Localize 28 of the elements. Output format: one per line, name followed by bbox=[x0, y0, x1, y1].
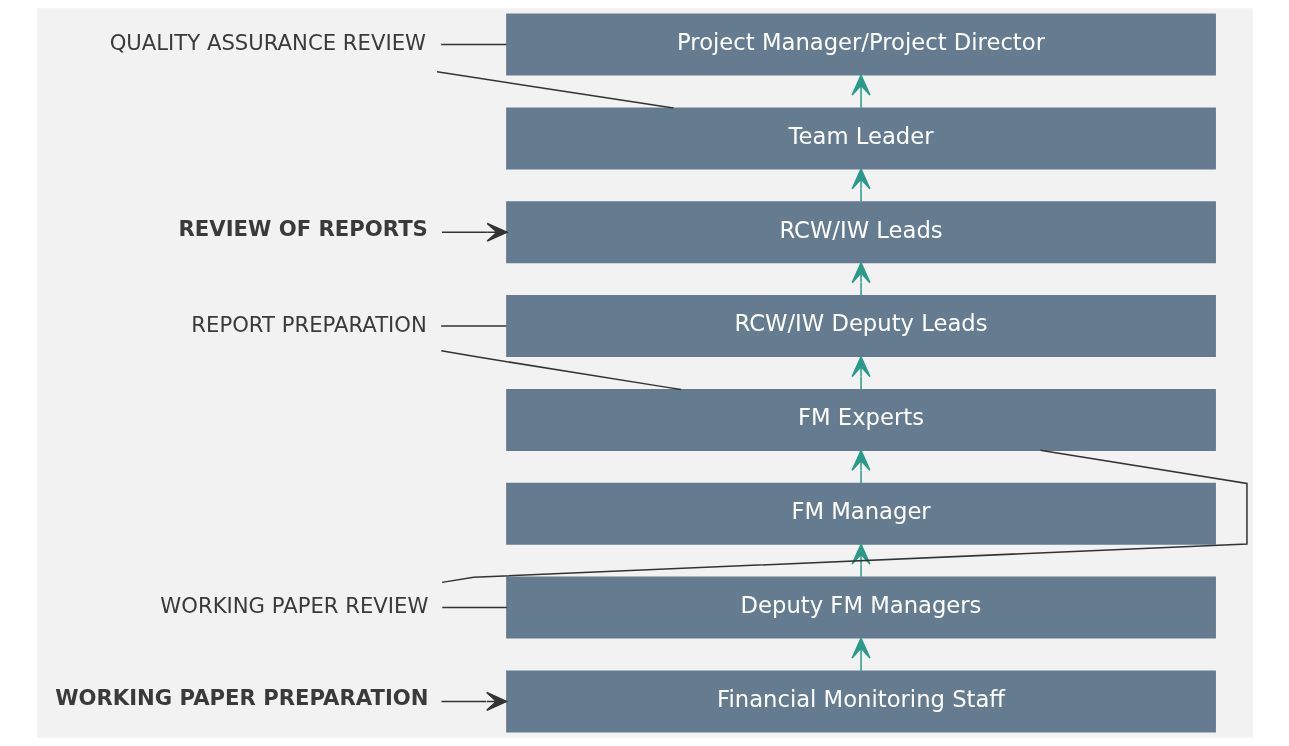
node-box: Team Leader bbox=[505, 107, 1216, 170]
arrow bbox=[850, 449, 871, 484]
node-box: RCW/IW Leads bbox=[505, 201, 1216, 264]
arrow bbox=[440, 691, 507, 711]
node-text: WORKING PAPER PREPARATION bbox=[54, 685, 428, 711]
connector bbox=[439, 43, 507, 46]
node-text: REPORT PREPARATION bbox=[190, 311, 427, 337]
arrow bbox=[850, 637, 871, 672]
arrow bbox=[850, 262, 871, 297]
arrow bbox=[850, 356, 871, 390]
node-box: Financial Monitoring Staff bbox=[505, 670, 1216, 733]
connector bbox=[435, 71, 674, 109]
arrow bbox=[440, 222, 508, 242]
connector bbox=[439, 325, 507, 327]
node-box: FM Experts bbox=[505, 388, 1216, 451]
node-box: Deputy FM Managers bbox=[505, 576, 1216, 639]
connector bbox=[440, 449, 1248, 584]
connector bbox=[441, 606, 508, 609]
connector bbox=[440, 349, 682, 391]
node-text: QUALITY ASSURANCE REVIEW bbox=[109, 30, 426, 56]
node-text: REVIEW OF REPORTS bbox=[178, 216, 428, 242]
node-text: WORKING PAPER REVIEW bbox=[159, 593, 428, 619]
node-box: FM Manager bbox=[505, 482, 1216, 545]
arrow bbox=[850, 168, 871, 203]
node-box: RCW/IW Deputy Leads bbox=[505, 295, 1216, 358]
arrow bbox=[850, 74, 871, 109]
arrow bbox=[850, 543, 871, 578]
node-box: Project Manager/Project Director bbox=[505, 13, 1216, 76]
